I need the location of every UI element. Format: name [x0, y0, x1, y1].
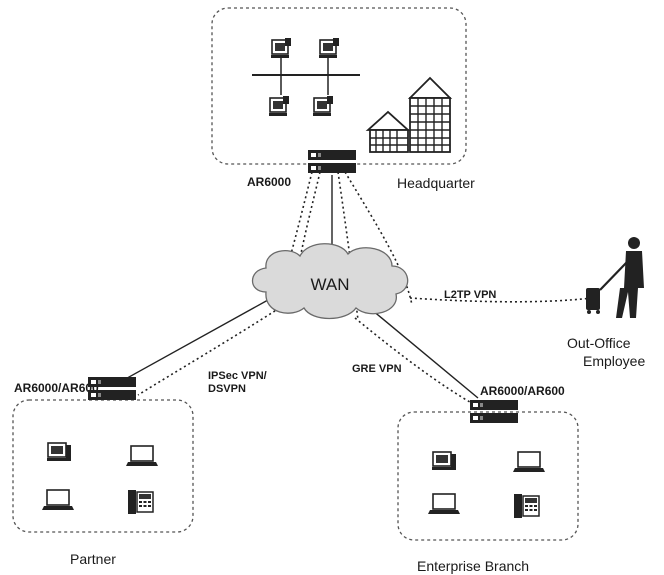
branch-phone-icon	[513, 493, 540, 519]
branch-router-label: AR6000/AR600	[480, 384, 565, 398]
partner-laptop-icon	[41, 489, 75, 511]
partner-laptop-icon	[125, 445, 159, 467]
partner-label: Partner	[70, 551, 116, 567]
wan-label: WAN	[310, 275, 349, 294]
partner-region	[12, 399, 194, 533]
wan-branch-link	[371, 309, 479, 399]
headquarter-label: Headquarter	[397, 175, 475, 191]
hq-buildings-icon	[365, 76, 453, 153]
hq-computer-icon	[312, 95, 334, 117]
hq-lan	[252, 37, 360, 117]
partner-router-label: AR6000/AR600	[14, 381, 99, 395]
hq-computer-icon	[268, 95, 290, 117]
ipsec-vpn-label-line2: DSVPN	[208, 383, 246, 395]
hq-l2tp-tunnel	[344, 171, 413, 306]
hq-router-label: AR6000	[247, 175, 291, 189]
branch-label: Enterprise Branch	[417, 558, 529, 574]
employee-label-line2: Employee	[583, 353, 645, 369]
branch-laptop-icon	[427, 493, 461, 515]
l2tp-vpn-label: L2TP VPN	[444, 289, 496, 301]
partner-phone-icon	[127, 489, 154, 515]
branch-region	[397, 411, 579, 541]
branch-desktop-icon	[431, 451, 457, 471]
wan-partner-link	[119, 299, 269, 383]
employee-icon	[586, 237, 644, 318]
branch-gre-tunnel	[354, 317, 476, 406]
hq-partner-tunnel	[279, 171, 313, 293]
employee-l2tp-tunnel	[409, 297, 593, 303]
hq-computer-icon	[270, 37, 292, 59]
gre-vpn-label: GRE VPN	[352, 363, 402, 375]
ipsec-vpn-label-line1: IPSec VPN/	[208, 370, 267, 382]
wan-cloud: WAN	[251, 243, 409, 320]
hq-computer-icon	[318, 37, 340, 59]
hq-router-icon	[308, 150, 356, 173]
partner-desktop-icon	[46, 442, 72, 462]
branch-laptop-icon	[512, 451, 546, 473]
employee-label-line1: Out-Office	[567, 335, 631, 351]
partner-ipsec-tunnel	[137, 299, 293, 396]
